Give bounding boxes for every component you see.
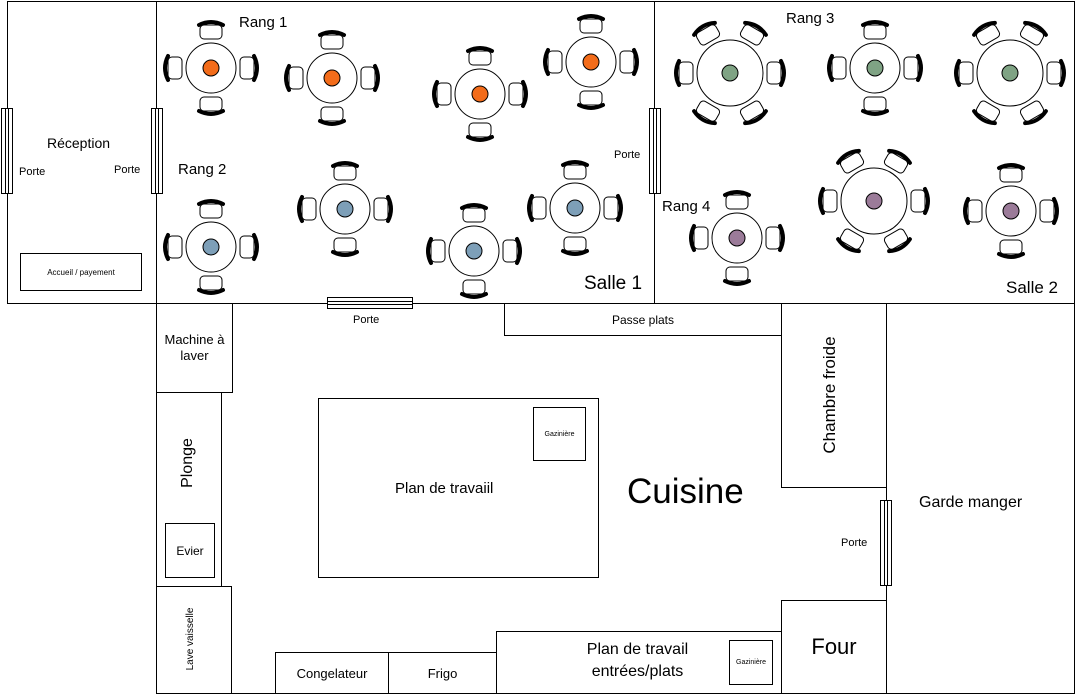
reception-right-door-label: Porte — [114, 164, 141, 176]
salle-1-room — [156, 1, 655, 304]
garde-manger-door-label: Porte — [841, 537, 868, 549]
machine-a-laver-label: Machine à laver — [164, 332, 225, 363]
congelateur-label: Congelateur — [296, 665, 368, 681]
frigo-label: Frigo — [427, 665, 458, 681]
reception-title: Réception — [47, 135, 111, 151]
frigo: Frigo — [388, 652, 497, 694]
lave-vaisselle-label: Lave vaisselle — [185, 607, 196, 671]
salle-1-right-door-label: Porte — [614, 149, 641, 161]
salle-2-title: Salle 2 — [1006, 278, 1058, 297]
rang-1-label: Rang 1 — [239, 14, 288, 31]
salle-1-title: Salle 1 — [584, 273, 643, 294]
plonge-label: Plonge — [179, 438, 196, 488]
reception-desk: Accueil / payement — [20, 253, 142, 291]
gaziniere-centre-label: Gazinière — [544, 430, 575, 438]
chambre-froide-label: Chambre froide — [820, 336, 839, 454]
machine-a-laver: Machine à laver — [156, 303, 233, 393]
reception-right-door[interactable] — [151, 108, 163, 194]
gaziniere-centre: Gazinière — [533, 407, 586, 461]
salle-1-right-door[interactable] — [649, 108, 661, 194]
rang-2-label: Rang 2 — [178, 161, 227, 178]
garde-manger-room — [886, 303, 1075, 694]
rang-3-label: Rang 3 — [786, 10, 835, 27]
passe-plats-label: Passe plats — [611, 312, 675, 327]
reception-left-door[interactable] — [1, 108, 13, 194]
cuisine-title: Cuisine — [627, 472, 744, 511]
chambre-froide — [781, 303, 887, 488]
four-label: Four — [811, 634, 857, 659]
evier: Evier — [165, 523, 215, 578]
salle-1-bottom-door[interactable] — [327, 297, 413, 309]
garde-manger-door[interactable] — [880, 500, 892, 586]
lave-vaisselle — [156, 586, 232, 694]
salle-2-room — [654, 1, 1075, 304]
reception-desk-label: Accueil / payement — [47, 267, 115, 277]
reception-left-door-label: Porte — [19, 166, 46, 178]
plan-de-travail-centre-label: Plan de travaiil — [395, 480, 494, 497]
evier-label: Evier — [176, 543, 204, 558]
gaziniere-bas: Gazinière — [729, 640, 773, 685]
rang-4-label: Rang 4 — [662, 198, 711, 215]
passe-plats: Passe plats — [504, 303, 782, 336]
plan-de-travail-entrees-label: Plan de travail entrées/plats — [586, 641, 689, 680]
garde-manger-title: Garde manger — [919, 494, 1023, 511]
gaziniere-bas-label: Gazinière — [736, 659, 766, 666]
four: Four — [781, 600, 887, 694]
salle-1-bottom-door-label: Porte — [353, 314, 380, 326]
congelateur: Congelateur — [275, 652, 389, 694]
